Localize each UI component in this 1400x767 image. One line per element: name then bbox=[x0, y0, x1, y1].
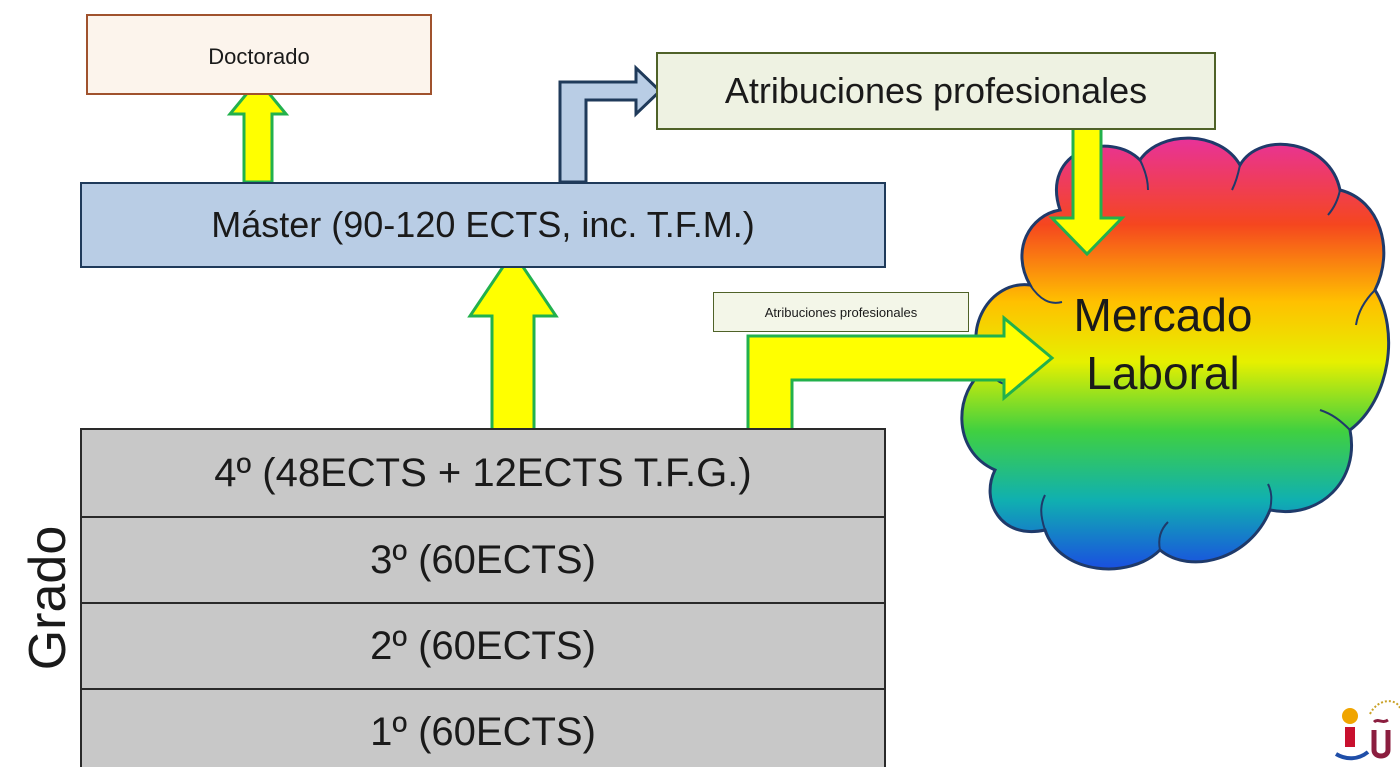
atribuciones-profesionales-small-box: Atribuciones profesionales bbox=[713, 292, 969, 332]
arrow-master-to-atribuciones bbox=[558, 64, 663, 184]
grado-year-1: 1º (60ECTS) bbox=[80, 688, 886, 767]
master-box: Máster (90-120 ECTS, inc. T.F.M.) bbox=[80, 182, 886, 268]
arrow-grado-to-master bbox=[467, 249, 559, 432]
doctorado-box: Doctorado bbox=[86, 14, 432, 95]
university-logo-icon bbox=[1334, 690, 1400, 767]
arrow-atribuciones-to-mercado bbox=[1048, 112, 1126, 257]
atribuciones-profesionales-box: Atribuciones profesionales bbox=[656, 52, 1216, 130]
grado-year-3-label: 3º (60ECTS) bbox=[370, 537, 596, 582]
atribuciones-profesionales-small-label: Atribuciones profesionales bbox=[764, 304, 918, 320]
grado-year-2-label: 2º (60ECTS) bbox=[370, 623, 596, 668]
master-label: Máster (90-120 ECTS, inc. T.F.M.) bbox=[211, 204, 755, 245]
grado-year-4: 4º (48ECTS + 12ECTS T.F.G.) bbox=[80, 428, 886, 518]
mercado-line1: Mercado bbox=[1073, 289, 1253, 341]
grado-year-2: 2º (60ECTS) bbox=[80, 602, 886, 690]
atribuciones-profesionales-label: Atribuciones profesionales bbox=[724, 70, 1148, 111]
mercado-laboral-label: Mercado Laboral bbox=[1028, 286, 1298, 402]
grado-year-4-label: 4º (48ECTS + 12ECTS T.F.G.) bbox=[214, 450, 752, 495]
mercado-line2: Laboral bbox=[1086, 347, 1240, 399]
arrow-master-to-doctorado bbox=[226, 77, 290, 184]
grado-label: Grado bbox=[19, 525, 77, 671]
grado-year-1-label: 1º (60ECTS) bbox=[370, 709, 596, 754]
arrow-grado-to-mercado bbox=[746, 314, 1055, 432]
grado-year-3: 3º (60ECTS) bbox=[80, 516, 886, 604]
doctorado-label: Doctorado bbox=[208, 44, 310, 69]
